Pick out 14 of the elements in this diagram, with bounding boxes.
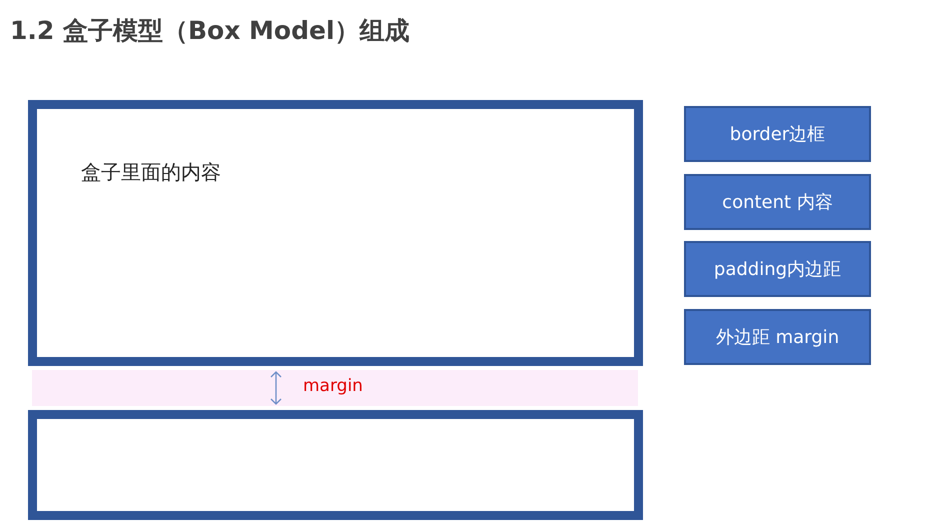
title: 1.2 盒子模型（Box Model）组成 bbox=[10, 15, 410, 47]
box-label: border边框 bbox=[730, 123, 826, 146]
legend-box bbox=[684, 241, 871, 297]
box-outline bbox=[28, 410, 643, 520]
box-label: content 内容 bbox=[722, 191, 833, 214]
legend-box bbox=[684, 174, 871, 230]
box-outline bbox=[28, 100, 643, 366]
content-text: 盒子里面的内容 bbox=[81, 159, 221, 186]
box-label: 外边距 margin bbox=[716, 326, 840, 349]
margin-label: margin bbox=[303, 376, 363, 396]
legend-box bbox=[684, 106, 871, 162]
margin-band bbox=[32, 370, 638, 406]
legend-box bbox=[684, 309, 871, 365]
box-label: padding内边距 bbox=[714, 258, 842, 281]
